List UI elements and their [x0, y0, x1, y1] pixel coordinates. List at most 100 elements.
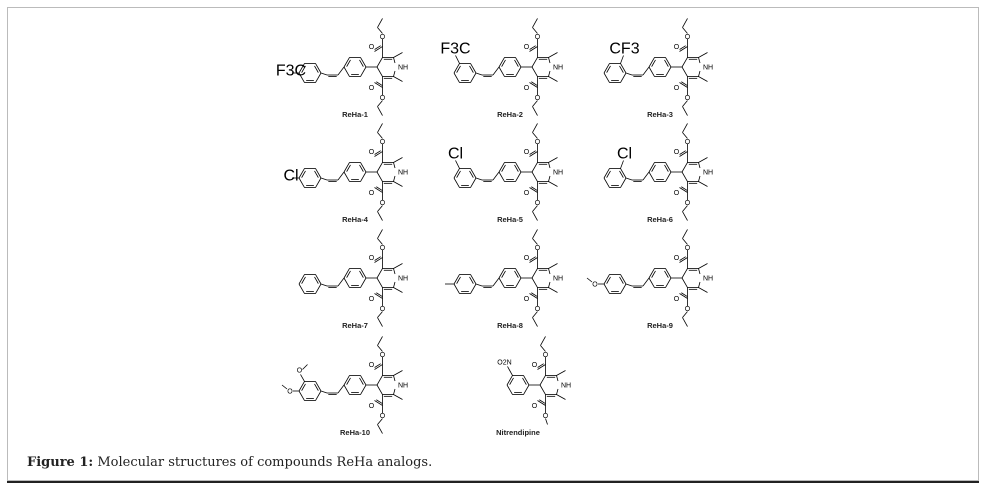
- compound-label: ReHa-9: [647, 321, 673, 330]
- bond: [548, 52, 558, 58]
- bond: [374, 364, 383, 370]
- nh-label: NH: [553, 276, 563, 283]
- bond: [301, 170, 306, 178]
- bond: [679, 187, 688, 193]
- bond: [532, 18, 538, 28]
- bond: [393, 281, 396, 288]
- bond: [492, 66, 500, 76]
- bond: [603, 72, 610, 83]
- bond: [682, 211, 688, 221]
- meta-substituent: F3C: [440, 40, 470, 57]
- bond: [531, 186, 538, 191]
- bond: [393, 370, 403, 376]
- bond: [376, 277, 383, 288]
- bond: [698, 76, 708, 82]
- bond: [531, 292, 538, 297]
- bond: [679, 257, 688, 263]
- bond: [377, 317, 383, 327]
- bond: [315, 63, 322, 74]
- bond: [343, 375, 350, 386]
- compound-label: ReHa-8: [497, 321, 523, 330]
- compound-label: Nitrendipine: [496, 428, 540, 437]
- bond: [314, 65, 319, 73]
- bond: [337, 171, 345, 181]
- ester-oxygen: O: [535, 306, 541, 313]
- bond: [606, 276, 611, 284]
- bond: [642, 277, 650, 287]
- carbonyl-oxygen: O: [674, 296, 680, 303]
- bond: [625, 177, 633, 181]
- bond: [529, 46, 538, 52]
- bond: [393, 76, 403, 82]
- bond: [537, 363, 544, 368]
- bond: [529, 187, 538, 193]
- bond: [470, 63, 477, 74]
- bond: [360, 375, 367, 386]
- bond: [337, 384, 345, 394]
- nh-label: NH: [703, 170, 713, 177]
- bond: [470, 177, 477, 188]
- bond: [453, 283, 460, 294]
- bond: [620, 283, 627, 294]
- bond: [469, 276, 474, 284]
- bond: [625, 72, 633, 76]
- bond: [343, 171, 350, 182]
- bond: [359, 270, 364, 278]
- bond: [374, 293, 383, 299]
- bond: [514, 164, 519, 172]
- bond: [376, 66, 383, 77]
- nh-label: NH: [703, 276, 713, 283]
- bond: [377, 311, 383, 318]
- bond: [376, 162, 383, 173]
- bond: [548, 175, 551, 182]
- bond: [314, 170, 319, 178]
- bond: [682, 106, 688, 116]
- bond: [360, 277, 367, 288]
- bond: [393, 57, 396, 64]
- bond: [682, 27, 688, 34]
- bond: [651, 59, 656, 67]
- bond: [648, 162, 655, 173]
- compound-label: ReHa-1: [342, 110, 368, 119]
- bond: [515, 277, 522, 288]
- bond: [664, 270, 669, 278]
- bond: [453, 168, 460, 179]
- bond: [315, 274, 322, 285]
- bond: [377, 345, 383, 352]
- bond: [343, 384, 350, 395]
- bond: [376, 384, 383, 395]
- bond: [393, 162, 396, 169]
- caption-prefix: Figure 1:: [27, 455, 94, 470]
- bond: [681, 277, 688, 288]
- bond: [620, 274, 627, 285]
- bond: [532, 27, 538, 34]
- bond: [698, 57, 701, 64]
- bond: [532, 229, 538, 239]
- bond: [346, 164, 351, 172]
- bond: [455, 160, 460, 169]
- compound-label: ReHa-6: [647, 215, 673, 224]
- bond: [360, 66, 367, 77]
- ester-oxygen: O: [380, 95, 386, 102]
- bond: [698, 70, 701, 77]
- nh-label: NH: [398, 65, 408, 72]
- bond: [346, 377, 351, 385]
- bond: [532, 132, 538, 139]
- carbonyl-oxygen: O: [674, 85, 680, 92]
- ester-oxygen: O: [535, 139, 541, 146]
- bond: [346, 59, 351, 67]
- carbonyl-oxygen: O: [524, 190, 530, 197]
- bond: [522, 377, 527, 385]
- bond: [603, 274, 610, 285]
- carbonyl-oxygen: O: [369, 403, 375, 410]
- bond: [620, 168, 627, 179]
- bond: [475, 72, 483, 76]
- bond: [682, 123, 688, 133]
- bond: [456, 170, 461, 178]
- bond: [374, 45, 381, 50]
